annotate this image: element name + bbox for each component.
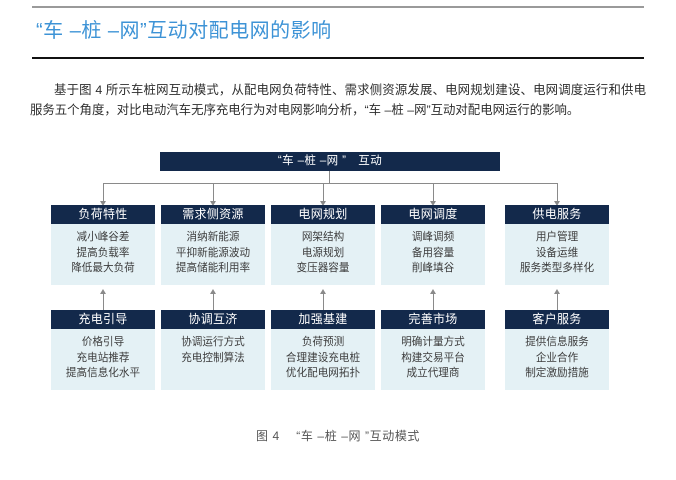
card-item: 协调运行方式 [181,336,245,348]
connector-horizontal-bus [103,183,557,185]
diagram-card-top-1: 需求侧资源 消纳新能源 平抑新能源波动 提高储能利用率 [161,205,265,285]
card-item: 备用容量 [411,246,455,259]
arrow-up-icon-3 [430,289,436,294]
card-item: 削峰填谷 [411,262,455,274]
card-item: 成立代理商 [406,367,460,379]
diagram-card-top-0: 负荷特性 减小峰谷差 提高负载率 降低最大负荷 [51,205,155,285]
card-body: 消纳新能源 平抑新能源波动 提高储能利用率 [161,224,265,285]
card-title: 客户服务 [505,310,609,329]
diagram-root-node: “车 –桩 –网 ” 互动 [160,152,500,171]
card-item: 用户管理 [535,231,579,243]
card-body: 负荷预测 合理建设充电桩 优化配电网拓扑 [271,329,375,390]
body-paragraph: 基于图 4 所示车桩网互动模式，从配电网负荷特性、需求侧资源发展、电网规划建设、… [30,83,646,117]
card-body: 网架结构 电源规划 变压器容量 [271,224,375,285]
card-item: 提高信息化水平 [65,367,141,379]
card-title: 电网规划 [271,205,375,224]
title-divider-rule [32,57,644,59]
page-title: “车 –桩 –网”互动对配电网的影响 [36,20,332,42]
card-item: 网架结构 [301,231,345,243]
card-item: 变压器容量 [296,262,350,274]
card-item: 减小峰谷差 [76,231,130,243]
card-item: 制定激励措施 [525,367,589,379]
card-title: 充电引导 [51,310,155,329]
card-title: 供电服务 [505,205,609,224]
connector-drop-4 [557,183,559,203]
card-title: 负荷特性 [51,205,155,224]
diagram-card-top-4: 供电服务 用户管理 设备运维 服务类型多样化 [505,205,609,285]
card-body: 用户管理 设备运维 服务类型多样化 [505,224,609,285]
arrow-up-icon-2 [320,289,326,294]
card-item: 服务类型多样化 [519,262,595,274]
card-item: 充电站推荐 [76,351,130,364]
connector-drop-3 [433,183,435,203]
arrow-up-icon-4 [554,289,560,294]
card-item: 充电控制算法 [181,351,245,364]
card-item: 优化配电网拓扑 [285,367,361,379]
connector-drop-2 [323,183,325,203]
card-item: 明确计量方式 [401,336,465,348]
card-title: 协调互济 [161,310,265,329]
card-title: 加强基建 [271,310,375,329]
diagram-card-bottom-2: 加强基建 负荷预测 合理建设充电桩 优化配电网拓扑 [271,310,375,390]
card-item: 电源规划 [301,246,345,259]
card-item: 合理建设充电桩 [285,351,361,364]
card-item: 提供信息服务 [525,336,589,348]
card-item: 价格引导 [81,336,125,348]
arrow-up-icon-1 [210,289,216,294]
connector-up-3 [433,293,435,311]
arrow-down-icon-3 [430,201,436,206]
connector-up-4 [557,293,559,311]
connector-up-0 [103,293,105,311]
card-body: 减小峰谷差 提高负载率 降低最大负荷 [51,224,155,285]
card-body: 协调运行方式 充电控制算法 [161,329,265,390]
card-item: 企业合作 [535,351,579,364]
figure-diagram: “车 –桩 –网 ” 互动 负荷特性 减小峰谷差 [0,148,676,418]
arrow-down-icon-1 [210,201,216,206]
card-item: 调峰调频 [411,231,455,243]
connector-drop-0 [103,183,105,203]
card-title: 需求侧资源 [161,205,265,224]
top-divider-rule [32,6,644,8]
card-item: 构建交易平台 [401,351,465,364]
card-item-spacer [163,366,263,382]
card-body: 提供信息服务 企业合作 制定激励措施 [505,329,609,390]
card-item: 设备运维 [535,246,579,259]
card-body: 明确计量方式 构建交易平台 成立代理商 [381,329,485,390]
card-title: 电网调度 [381,205,485,224]
figure-caption: 图 4 “车 –桩 –网 ”互动模式 [255,429,421,443]
diagram-card-bottom-0: 充电引导 价格引导 充电站推荐 提高信息化水平 [51,310,155,390]
arrow-down-icon-4 [554,201,560,206]
diagram-card-bottom-3: 完善市场 明确计量方式 构建交易平台 成立代理商 [381,310,485,390]
card-body: 调峰调频 备用容量 削峰填谷 [381,224,485,285]
card-item: 负荷预测 [301,336,345,348]
diagram-card-top-3: 电网调度 调峰调频 备用容量 削峰填谷 [381,205,485,285]
diagram-card-bottom-1: 协调互济 协调运行方式 充电控制算法 [161,310,265,390]
diagram-card-top-2: 电网规划 网架结构 电源规划 变压器容量 [271,205,375,285]
connector-root-stem [329,171,331,183]
card-item: 提高储能利用率 [175,262,251,274]
card-item: 提高负载率 [76,246,130,259]
card-title: 完善市场 [381,310,485,329]
connector-up-2 [323,293,325,311]
arrow-down-icon-0 [100,201,106,206]
connector-up-1 [213,293,215,311]
card-item: 平抑新能源波动 [175,246,251,259]
arrow-down-icon-2 [320,201,326,206]
diagram-card-bottom-4: 客户服务 提供信息服务 企业合作 制定激励措施 [505,310,609,390]
card-item: 消纳新能源 [186,231,240,243]
connector-drop-1 [213,183,215,203]
arrow-up-icon-0 [100,289,106,294]
card-body: 价格引导 充电站推荐 提高信息化水平 [51,329,155,390]
card-item: 降低最大负荷 [71,262,135,274]
